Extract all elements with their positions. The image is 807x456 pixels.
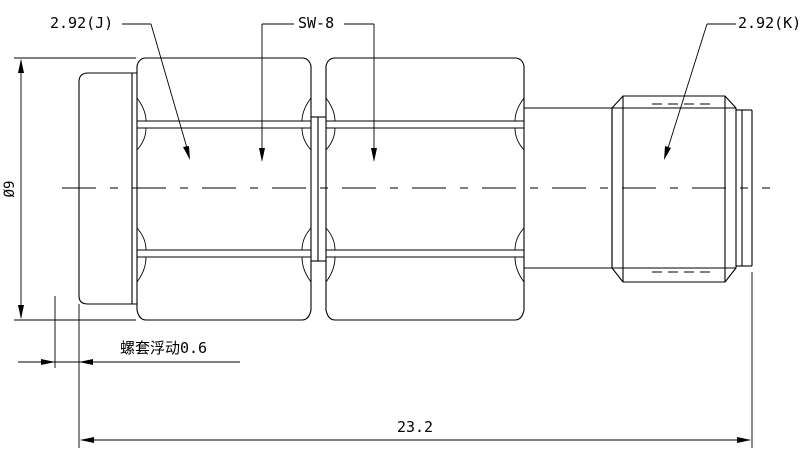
body-neck — [524, 107, 612, 269]
label-sw-8-text: SW-8 — [298, 14, 334, 32]
label-2-92-j: 2.92(J) — [50, 14, 190, 160]
female-connector — [611, 95, 753, 283]
label-sw-8: SW-8 — [259, 14, 377, 162]
hex-nut-left — [136, 57, 312, 321]
hex-nut-right — [325, 57, 525, 321]
dimension-diameter-text: Ø9 — [2, 181, 18, 198]
label-2-92-j-text: 2.92(J) — [50, 14, 113, 32]
dimension-overall-length-text: 23.2 — [397, 418, 433, 436]
nut-gap — [311, 116, 326, 262]
label-2-92-k: 2.92(K) — [664, 14, 801, 160]
dimension-float: 螺套浮动0.6 — [18, 296, 240, 448]
dimension-overall-length: 23.2 — [80, 272, 753, 448]
dimension-diameter: Ø9 — [2, 57, 136, 321]
dimension-float-text: 螺套浮动0.6 — [120, 339, 207, 357]
label-2-92-k-text: 2.92(K) — [738, 14, 801, 32]
